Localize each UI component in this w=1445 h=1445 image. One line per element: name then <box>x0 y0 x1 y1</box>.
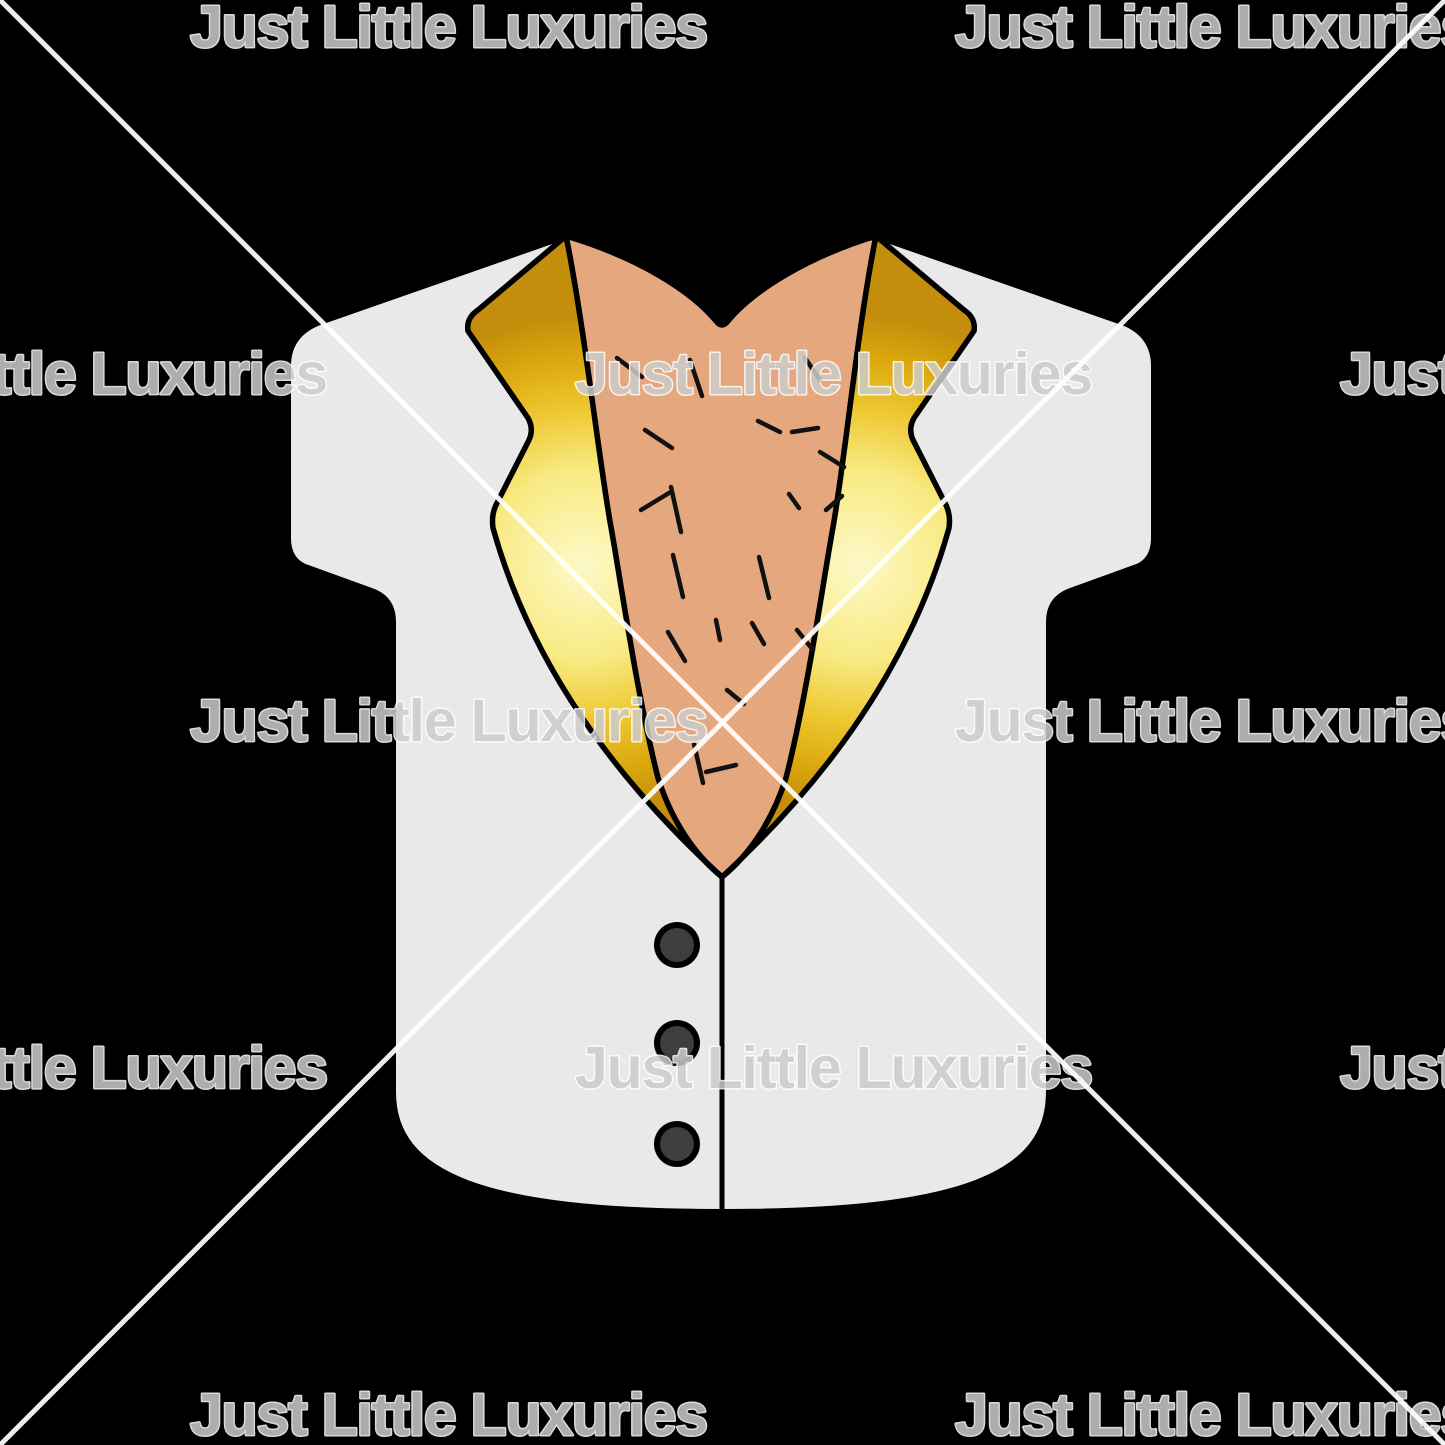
watermark-text: Just Little Luxuries <box>955 0 1445 60</box>
chest-hair <box>670 552 686 600</box>
chest-hair <box>713 617 723 643</box>
button-group <box>654 922 700 1167</box>
left-lapel <box>464 233 725 880</box>
watermark-text: Just Little Luxuries <box>575 341 1092 407</box>
chest-hair <box>668 484 684 535</box>
watermark-text: Just Little Luxuries <box>955 1382 1445 1445</box>
chest-hair <box>703 762 739 775</box>
chest-hair-group <box>614 355 847 786</box>
chest-hair <box>786 491 802 511</box>
chest-hair <box>665 629 688 664</box>
chest-hair <box>638 490 672 513</box>
watermark-text: Just Little Luxuries <box>190 688 707 754</box>
chest-hair <box>642 427 675 451</box>
chest-hair <box>817 449 847 470</box>
chest-hair <box>614 355 645 380</box>
shirt-button-center <box>660 928 694 962</box>
chest-hair <box>687 357 705 399</box>
right-lapel <box>719 233 978 880</box>
watermark-text: Just Little Luxuries <box>1340 1035 1445 1101</box>
watermark-text: Just Little Luxuries <box>1340 341 1445 407</box>
watermark-text: Just Little Luxuries <box>0 1035 327 1101</box>
shirt-button-center <box>660 1127 694 1161</box>
watermark-text: Just Little Luxuries <box>575 1035 1092 1101</box>
chest-hair <box>789 425 821 435</box>
watermark-text: Just Little Luxuries <box>955 688 1445 754</box>
shirt-button-center <box>660 1026 694 1060</box>
chest-hair <box>802 355 823 383</box>
watermark-text: Just Little Luxuries <box>0 341 327 407</box>
chest-hair <box>749 620 767 647</box>
watermark-text: Just Little Luxuries <box>190 0 707 60</box>
chest-hair <box>823 493 845 513</box>
watermark-text: Just Little Luxuries <box>190 1382 707 1445</box>
chest-hair <box>755 418 783 435</box>
chest-hair <box>756 554 772 601</box>
